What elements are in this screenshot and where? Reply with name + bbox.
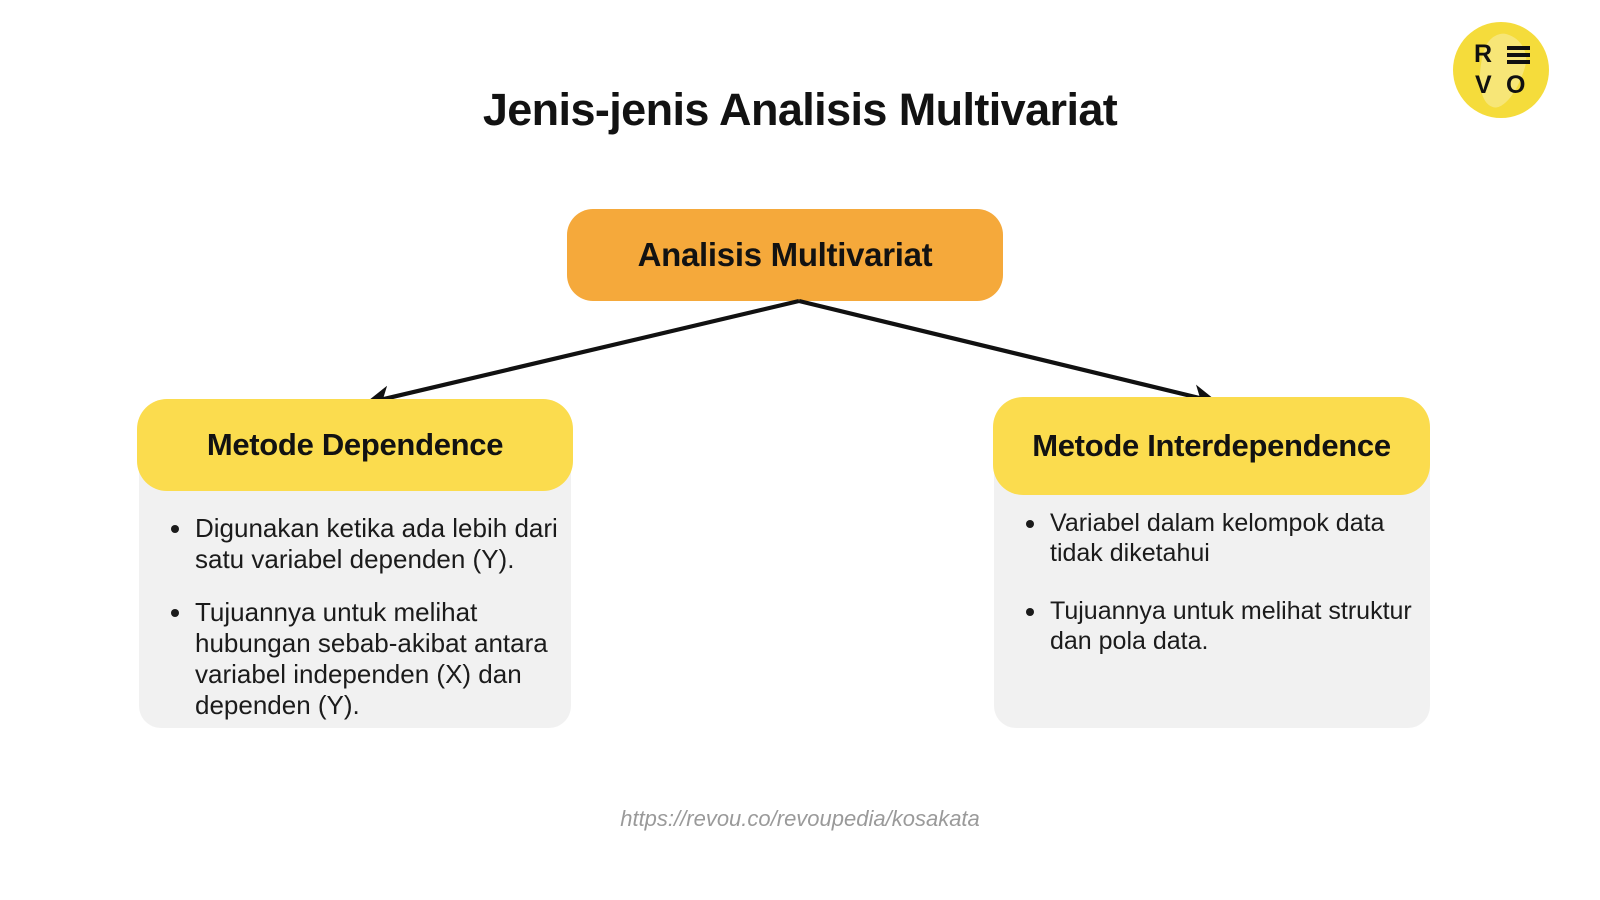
branch-header-interdependence: Metode Interdependence [993,397,1430,495]
bullet-icon [1026,520,1034,528]
bullet-icon [1026,608,1034,616]
logo-letter-e-bars [1507,46,1530,65]
list-item-text: Digunakan ketika ada lebih dari satu var… [195,513,558,574]
branch-header-dependence: Metode Dependence [137,399,573,491]
branch-header-label: Metode Interdependence [1032,428,1391,463]
root-node-analisis-multivariat: Analisis Multivariat [567,209,1003,301]
logo-lettermark: R V O [1473,42,1531,100]
arrow-to-interdependence [798,298,1219,409]
list-item: Digunakan ketika ada lebih dari satu var… [155,513,565,575]
list-item: Tujuannya untuk melihat struktur dan pol… [1010,596,1435,656]
list-item: Variabel dalam kelompok data tidak diket… [1010,508,1435,568]
footer-source-url: https://revou.co/revoupedia/kosakata [620,806,980,831]
revou-logo: R V O [1453,22,1549,118]
bullet-icon [171,609,179,617]
branch-list-interdependence: Variabel dalam kelompok data tidak diket… [1010,508,1435,656]
bullet-icon [171,525,179,533]
root-node-label: Analisis Multivariat [637,236,933,273]
list-item-text: Tujuannya untuk melihat struktur dan pol… [1050,597,1412,655]
logo-letter-r: R [1474,40,1492,68]
logo-letter-v: V [1475,71,1492,99]
logo-letter-o: O [1506,71,1525,99]
list-item-text: Variabel dalam kelompok data tidak diket… [1050,509,1385,567]
list-item: Tujuannya untuk melihat hubungan sebab-a… [155,597,565,721]
branch-header-label: Metode Dependence [206,427,504,462]
branch-list-dependence: Digunakan ketika ada lebih dari satu var… [155,513,565,721]
page-title: Jenis-jenis Analisis Multivariat [482,84,1118,135]
arrow-to-dependence [364,298,800,410]
list-item-text: Tujuannya untuk melihat hubungan sebab-a… [195,597,548,720]
